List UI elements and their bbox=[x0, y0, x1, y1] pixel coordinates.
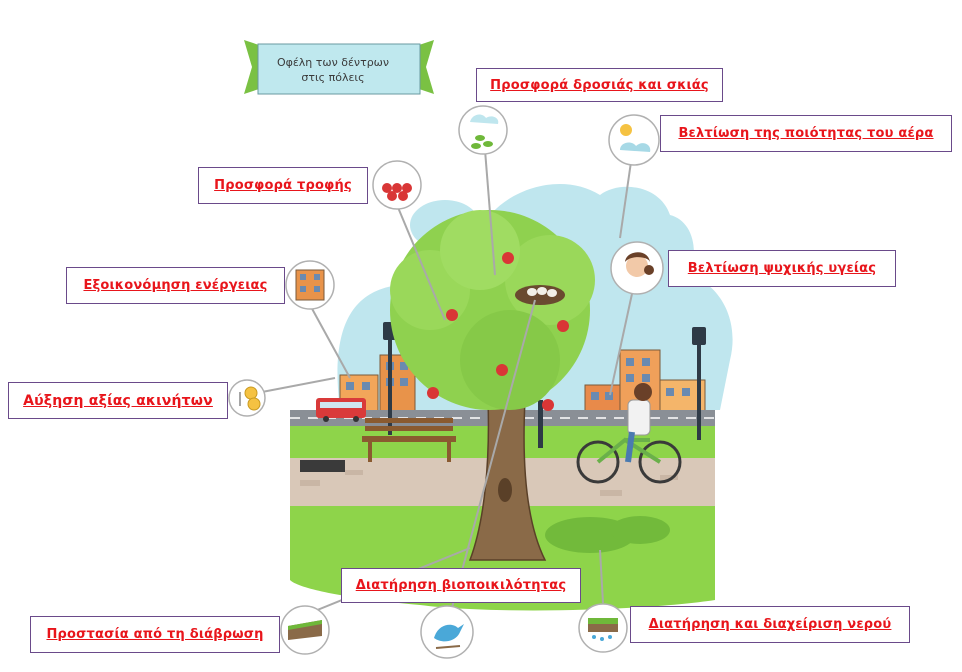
label-air-quality: Βελτίωση της ποιότητας του αέρα bbox=[660, 115, 952, 152]
label-food-text: Προσφορά τροφής bbox=[214, 178, 352, 193]
label-biodiversity: Διατήρηση βιοποικιλότητας bbox=[341, 568, 581, 603]
label-property-value: Αύξηση αξίας ακινήτων bbox=[8, 382, 228, 419]
label-water: Διατήρηση και διαχείριση νερού bbox=[630, 606, 910, 643]
sun-cloud-icon bbox=[608, 114, 660, 166]
bus bbox=[316, 398, 366, 422]
water-drops-icon bbox=[578, 603, 628, 653]
title-banner bbox=[244, 40, 434, 95]
apples bbox=[427, 252, 569, 411]
bird-nest bbox=[515, 285, 565, 305]
label-mental-health: Βελτίωση ψυχικής υγείας bbox=[668, 250, 896, 287]
building-icon bbox=[285, 260, 335, 310]
shrubs bbox=[545, 516, 670, 553]
apples-icon bbox=[372, 160, 422, 210]
label-shade-text: Προσφορά δροσιάς και σκιάς bbox=[490, 77, 709, 93]
bird-icon bbox=[420, 605, 474, 659]
label-air-quality-text: Βελτίωση της ποιότητας του αέρα bbox=[678, 126, 934, 141]
person-head-icon bbox=[610, 241, 664, 295]
buildings bbox=[339, 349, 706, 414]
label-biodiversity-text: Διατήρηση βιοποικιλότητας bbox=[355, 578, 567, 593]
label-shade: Προσφορά δροσιάς και σκιάς bbox=[476, 68, 723, 102]
label-energy-saving-text: Εξοικονόμηση ενέργειας bbox=[83, 278, 268, 293]
drain-grate bbox=[300, 460, 345, 472]
label-erosion: Προστασία από τη διάβρωση bbox=[30, 616, 280, 653]
banner-title-line1: Οφέλη των δέντρων bbox=[276, 56, 390, 69]
sun-cloud-leaves-icon bbox=[458, 105, 508, 155]
banner-title: Οφέλη των δέντρων στις πόλεις bbox=[258, 55, 408, 85]
label-water-text: Διατήρηση και διαχείριση νερού bbox=[648, 617, 892, 632]
bench bbox=[362, 418, 456, 462]
tree-foliage bbox=[390, 210, 595, 410]
label-erosion-text: Προστασία από τη διάβρωση bbox=[46, 627, 264, 642]
cyclist bbox=[576, 383, 682, 484]
label-mental-health-text: Βελτίωση ψυχικής υγείας bbox=[687, 261, 877, 276]
banner-title-line2: στις πόλεις bbox=[301, 71, 365, 84]
coins-icon bbox=[228, 379, 266, 417]
soil-erosion-icon bbox=[280, 605, 330, 655]
label-property-value-text: Αύξηση αξίας ακινήτων bbox=[23, 392, 213, 409]
label-energy-saving: Εξοικονόμηση ενέργειας bbox=[66, 267, 285, 304]
label-food: Προσφορά τροφής bbox=[198, 167, 368, 204]
